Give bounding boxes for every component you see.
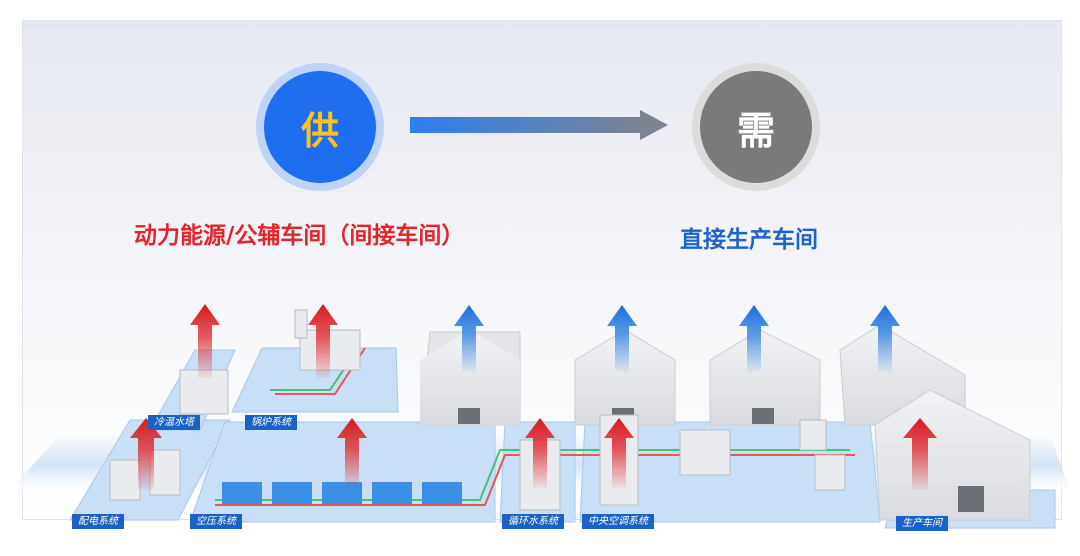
supply-circle-inner: 供 [264, 71, 376, 183]
demand-glyph: 需 [736, 108, 775, 153]
label-cooling-tower: 冷温水塔 [148, 415, 200, 430]
demand-label: 直接生产车间 [680, 227, 818, 253]
red-up-arrow-icon [130, 304, 937, 490]
supply-label: 动力能源/公辅车间（间接车间） [134, 223, 465, 249]
demand-circle: 需 [692, 63, 820, 191]
label-power-distribution: 配电系统 [72, 514, 124, 529]
label-production-workshop: 生产车间 [896, 516, 948, 531]
label-central-ac: 中央空调系统 [582, 514, 654, 529]
label-circulating-water: 循环水系统 [502, 514, 564, 529]
supply-circle: 供 [256, 63, 384, 191]
blue-up-arrow-icon [454, 305, 900, 372]
factory-illustration [10, 304, 1070, 529]
right-arrow-icon [410, 110, 668, 140]
label-air-compressor: 空压系统 [190, 514, 242, 529]
demand-circle-inner: 需 [700, 71, 812, 183]
supply-glyph: 供 [300, 108, 339, 153]
compressor-units [222, 482, 462, 504]
label-boiler-system: 锅炉系统 [245, 415, 297, 430]
